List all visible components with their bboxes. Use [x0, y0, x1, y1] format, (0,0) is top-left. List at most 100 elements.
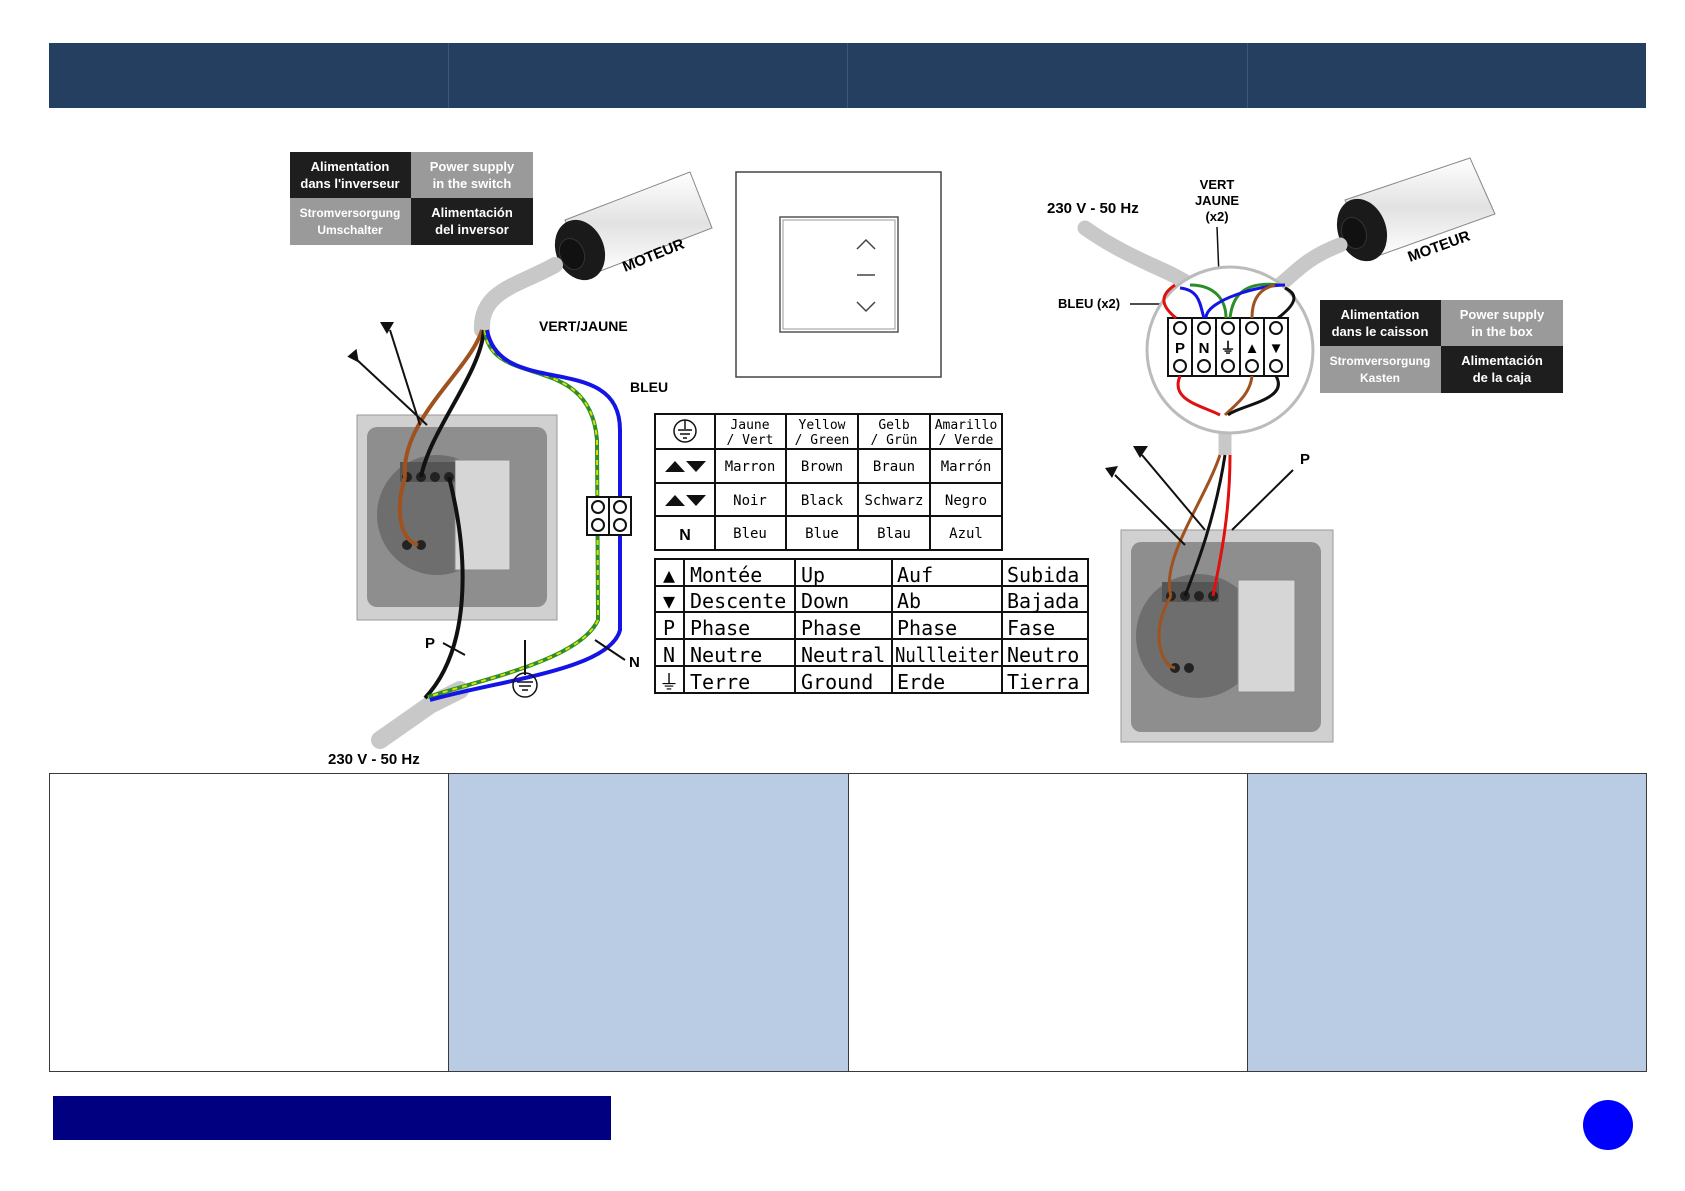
right-green-wire-in [1189, 283, 1228, 319]
right-legend-en-2: in the box [1471, 324, 1533, 339]
ground-icon [673, 419, 697, 443]
bottom-cell-2 [449, 774, 849, 1071]
up-symbol: ▲ [663, 563, 675, 587]
left-legend-de-2: Umschalter [317, 223, 383, 237]
right-blue-wire-in [1179, 286, 1206, 319]
left-legend-en-1: Power supply [430, 159, 515, 174]
bottom-table [49, 773, 1647, 1072]
color-cell: Negro [945, 493, 987, 509]
function-cell: Phase [801, 616, 861, 640]
color-cell: / Verde [939, 433, 994, 448]
terminal-up: ▲ [1245, 340, 1260, 357]
color-cell: Bleu [733, 526, 767, 542]
function-table: ▲ ▼ P N ⏚ Montée Up Auf Subida Descente … [654, 558, 1089, 694]
function-cell: Ab [897, 589, 921, 613]
right-green-label-2: JAUNE [1195, 193, 1239, 208]
function-cell: Auf [897, 563, 933, 587]
earth-symbol: ⏚ [659, 670, 679, 694]
color-cell: Black [801, 493, 844, 509]
right-legend-de-2: Kasten [1360, 371, 1400, 385]
function-cell: Fase [1007, 616, 1055, 640]
right-phase-label: P [1300, 451, 1310, 468]
color-cell: Noir [733, 493, 767, 509]
color-cell: Jaune [730, 418, 769, 433]
right-black-wire-box [1183, 454, 1227, 597]
color-cell: Yellow [799, 418, 846, 433]
left-terminal-block [586, 496, 632, 536]
junction-box: P N ⏚ ▲ ▼ [1145, 265, 1315, 435]
right-legend-de-1: Stromversorgung [1330, 354, 1431, 368]
left-brown-wire-2 [397, 476, 419, 547]
left-green-yellow-label: VERT/JAUNE [539, 318, 628, 334]
neutral-symbol: N [679, 527, 691, 544]
left-legend-en-2: in the switch [433, 176, 512, 191]
color-cell: Schwarz [864, 493, 923, 509]
right-brown-wire-down [1223, 375, 1254, 417]
color-cell: Marrón [941, 459, 992, 475]
right-blue-label: BLEU (x2) [1058, 296, 1120, 311]
function-cell: Neutro [1007, 643, 1079, 667]
left-legend-de-1: Stromversorgung [300, 206, 401, 220]
right-green-label-3: (x2) [1205, 209, 1228, 224]
right-blue-wire-out [1204, 283, 1286, 319]
left-brown-wire [402, 329, 484, 478]
color-cell: Amarillo [935, 418, 998, 433]
function-cell: Erde [897, 670, 945, 694]
left-motor: MOTEUR [554, 171, 713, 281]
color-cell: Blau [877, 526, 911, 542]
up-down-icon [665, 495, 706, 506]
function-cell: Terre [690, 670, 750, 694]
left-supply-cable [371, 681, 469, 749]
right-motor-cable [1267, 237, 1348, 296]
function-cell: Montée [690, 563, 762, 587]
left-power-label: 230 V - 50 Hz [328, 751, 420, 768]
terminal-earth: ⏚ [1220, 340, 1235, 357]
color-cell: Marron [725, 459, 776, 475]
function-cell: Descente [690, 589, 786, 613]
right-legend-es-2: de la caja [1473, 370, 1532, 385]
terminal-p: P [1175, 340, 1185, 357]
switch-up-icon [856, 238, 876, 250]
right-red-wire-down [1176, 375, 1221, 417]
left-black-wire-1 [419, 329, 486, 478]
right-legend-fr-1: Alimentation [1341, 307, 1420, 322]
footer-bar [53, 1096, 611, 1140]
bottom-cell-1 [50, 774, 450, 1071]
wire-color-table: N Jaune / Vert Yellow / Green Gelb / Grü… [654, 413, 1003, 551]
function-cell: Phase [897, 616, 957, 640]
right-legend-fr-2: dans le caisson [1332, 324, 1429, 339]
left-legend-fr-1: Alimentation [311, 159, 390, 174]
right-brown-wire-box [1157, 454, 1222, 670]
color-cell: Gelb [878, 418, 909, 433]
switch-illustration [735, 171, 942, 378]
right-green-label-1: VERT [1200, 177, 1235, 192]
color-cell: Brown [801, 459, 843, 475]
function-cell: Up [801, 563, 825, 587]
right-supply-cable [1077, 220, 1198, 293]
function-cell: Neutre [690, 643, 762, 667]
right-legend-en-1: Power supply [1460, 307, 1545, 322]
color-cell: / Vert [727, 433, 774, 448]
left-direction-arrows [347, 322, 626, 698]
right-legend-es-1: Alimentación [1461, 353, 1543, 368]
left-legend-es-1: Alimentación [431, 205, 513, 220]
function-cell: Down [801, 589, 849, 613]
function-cell: Tierra [1007, 670, 1079, 694]
phase-symbol: P [663, 616, 675, 640]
neutral-symbol: N [663, 643, 675, 667]
switch-down-icon [856, 301, 876, 313]
left-blue-label: BLEU [630, 379, 668, 395]
function-cell: Subida [1007, 563, 1079, 587]
bottom-cell-3 [849, 774, 1248, 1071]
function-cell: Bajada [1007, 589, 1079, 613]
left-legend: Alimentation dans l'inverseur Power supp… [290, 152, 533, 245]
right-switch-box [1120, 529, 1334, 743]
left-motor-cable [474, 257, 563, 338]
function-cell: Phase [690, 616, 750, 640]
left-phase-label: P [425, 635, 435, 652]
right-power-label: 230 V - 50 Hz [1047, 200, 1139, 217]
right-motor: MOTEUR [1336, 157, 1496, 266]
left-black-wire-2 [423, 476, 465, 700]
header-bar [49, 43, 1646, 108]
bottom-cell-4 [1247, 774, 1646, 1071]
